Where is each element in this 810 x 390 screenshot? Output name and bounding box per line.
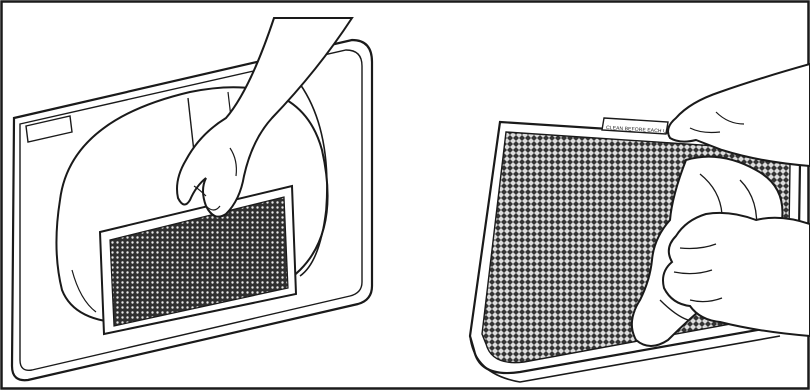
right-panel: CLEAN BEFORE EACH USE [470, 64, 810, 382]
left-panel [12, 18, 372, 380]
